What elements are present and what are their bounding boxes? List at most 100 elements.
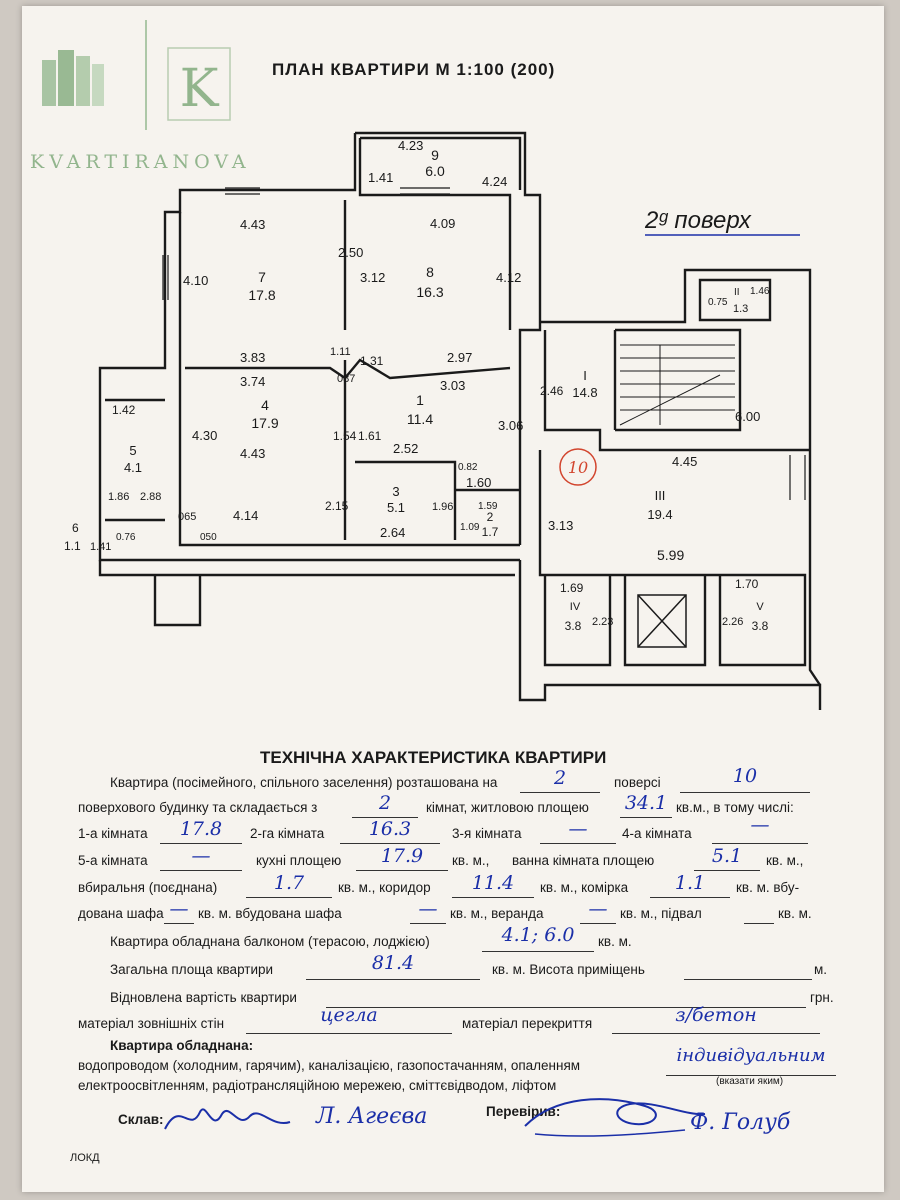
kitchen-unit: кв. м.,: [452, 853, 490, 868]
room-I-area: 14.8: [572, 385, 597, 400]
heating-hint: (вказати яким): [716, 1076, 784, 1087]
bath-unit: кв. м.,: [766, 853, 804, 868]
room-3-dim-a: 2.15: [325, 499, 349, 513]
room-9-num: 9: [431, 147, 439, 163]
room-2-dim-b: 1.60: [466, 475, 491, 490]
checked-label: Перевірив:: [486, 1104, 561, 1119]
specs-heading: ТЕХНІЧНА ХАРАКТЕРИСТИКА КВАРТИРИ: [260, 748, 607, 767]
room-3-dim-c: 2.64: [380, 525, 405, 540]
bath-value: 5.1: [711, 845, 743, 867]
total-label: Загальна площа квартири: [110, 962, 274, 977]
builtin-label: кв. м. вбу-: [736, 880, 800, 895]
checker-signature: [524, 1098, 706, 1137]
room-1-dim-h: 3.06: [498, 418, 523, 433]
compiled-label: Склав:: [118, 1112, 164, 1127]
room-II-dim-b: 1.46: [750, 286, 770, 297]
room2-value: 16.3: [368, 818, 412, 840]
room-I-num: I: [583, 368, 587, 383]
rooms-count-value: 2: [378, 792, 392, 814]
room-V-area: 3.8: [752, 619, 769, 633]
toilet-label: вбиральня (поєднана): [78, 880, 218, 895]
room-IV-dim-b: 2.23: [592, 616, 613, 628]
room-3-dim-b: 1.96: [432, 501, 453, 513]
room-2-dim-c: 1.09: [460, 522, 480, 533]
room-V-num: V: [756, 601, 764, 613]
wardrobe2-label: кв. м. вбудована шафа: [198, 906, 342, 921]
room-2-dim-d: 1.59: [478, 501, 498, 512]
room-1-dim-c: 087: [337, 373, 355, 385]
room-9-dim-a: 4.23: [398, 138, 423, 153]
room-2-num: 2: [487, 510, 494, 524]
specs-line1-text: Квартира (посімейного, спільного заселен…: [110, 775, 498, 790]
room-4-dim-b: 4.30: [192, 428, 217, 443]
floor-suffix: поверсі: [614, 775, 661, 790]
room-1-area: 11.4: [407, 411, 433, 427]
room-6-dim-a: 1.41: [90, 541, 111, 553]
floor-note: 2ᵍ поверх: [644, 207, 752, 234]
room-4-dim-e: 065: [178, 511, 196, 523]
apartment-number: 10: [568, 458, 588, 477]
plan-title: ПЛАН КВАРТИРИ М 1:100 (200): [272, 60, 556, 79]
walls-value: цегла: [320, 1004, 378, 1026]
cost-unit: грн.: [810, 990, 834, 1005]
room-8-dim-e: 2.97: [447, 350, 472, 365]
floors-total-value: 10: [732, 765, 758, 787]
living-area-label: кімнат, житловою площею: [426, 800, 589, 815]
room-V-dim-b: 2.26: [722, 616, 743, 628]
room-1-dim-a: 1.11: [330, 346, 351, 358]
room-3-num: 3: [392, 484, 399, 499]
room-III-dim-c: 5.99: [657, 547, 684, 563]
ceiling-value: з/бетон: [675, 1004, 757, 1026]
living-area-value: 34.1: [624, 792, 668, 814]
room-V-dim-a: 1.70: [735, 577, 759, 591]
balcony-value: 4.1; 6.0: [501, 924, 575, 946]
room-3-area: 5.1: [387, 500, 405, 515]
room-2-dim-a: 0.82: [458, 462, 478, 473]
room-I-dim-a: 2.46: [540, 384, 564, 398]
room-8-dim-a: 4.09: [430, 216, 455, 231]
room-7-dim-b: 4.10: [183, 273, 208, 288]
room-III-dim-b: 3.13: [548, 518, 573, 533]
room-1-dim-f: 1.61: [358, 429, 382, 443]
bath-label: ванна кімната площею: [512, 853, 655, 868]
room-5-dim-a: 1.42: [112, 403, 136, 417]
basement-label: кв. м., підвал: [620, 906, 702, 921]
room-5-area: 4.1: [124, 460, 142, 475]
room-5-dim-c: 2.88: [140, 491, 161, 503]
room-II-num: II: [734, 287, 740, 298]
room5-label: 5-а кімната: [78, 853, 148, 868]
room-1-dim-b: 1.31: [360, 354, 384, 368]
wardrobe2-value: —: [418, 898, 438, 920]
room-7-dim-c: 3.83: [240, 350, 265, 365]
room-1-num: 1: [416, 392, 424, 408]
room-6-area: 1.1: [64, 539, 81, 553]
room-9-area: 6.0: [425, 163, 445, 179]
floor-plan: 9 6.0 4.23 1.41 4.24 7 17.8 4.43 4.10 3.…: [64, 131, 822, 710]
room4-value: —: [750, 814, 770, 836]
room-I-dim-b: 6.00: [735, 409, 760, 424]
storage-value: 1.1: [674, 872, 706, 894]
veranda-label: кв. м., веранда: [450, 906, 544, 921]
room-9-dim-b: 1.41: [368, 170, 393, 185]
balcony-label: Квартира обладнана балконом (терасою, ло…: [110, 934, 430, 949]
equipment-line2: електроосвітленням, радіотрансляційною м…: [78, 1078, 557, 1093]
room-7-area: 17.8: [248, 287, 275, 303]
room-1-dim-d: 3.03: [440, 378, 465, 393]
compiled-name: Л. Агеєва: [316, 1104, 428, 1129]
room-IV-area: 3.8: [565, 619, 582, 633]
room1-value: 17.8: [179, 818, 223, 840]
room-4-dim-f: 050: [200, 532, 217, 543]
room-III-dim-a: 4.45: [672, 454, 697, 469]
cost-label: Відновлена вартість квартири: [110, 990, 297, 1005]
logo-letter: K: [180, 59, 220, 119]
room-7-dim-a: 4.43: [240, 217, 265, 232]
room3-value: —: [568, 818, 588, 840]
room-8-area: 16.3: [416, 284, 443, 300]
balcony-unit: кв. м.: [598, 934, 632, 949]
room-4-dim-c: 4.43: [240, 446, 265, 461]
veranda-value: —: [588, 898, 608, 920]
room-2-area: 1.7: [482, 525, 499, 539]
floor-value: 2: [553, 767, 567, 789]
wardrobe-label: дована шафа: [78, 906, 164, 921]
height-unit: м.: [814, 962, 828, 977]
